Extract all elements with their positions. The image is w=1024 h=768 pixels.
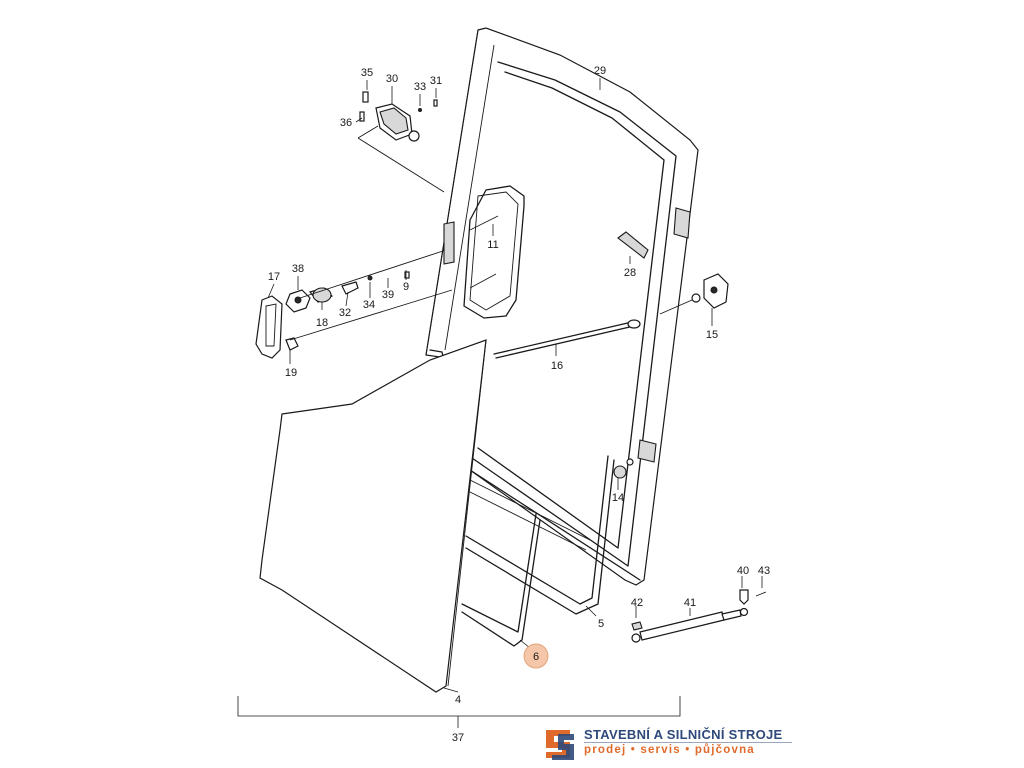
label-17: 17 (268, 271, 280, 283)
label-37: 37 (452, 732, 464, 744)
label-30: 30 (386, 73, 398, 85)
logo-subtitle: prodej • servis • půjčovna (584, 744, 755, 756)
label-5: 5 (598, 618, 604, 630)
label-16: 16 (551, 360, 563, 372)
label-38: 38 (292, 263, 304, 275)
highlight-marker (523, 643, 549, 669)
logo-title: STAVEBNÍ A SILNIČNÍ STROJE (584, 727, 783, 742)
label-9: 9 (403, 281, 409, 293)
label-41: 41 (684, 597, 696, 609)
part-14 (613, 458, 634, 479)
label-33: 33 (414, 81, 426, 93)
support-rod (493, 319, 641, 359)
bracket-37 (237, 696, 681, 728)
latch-assembly (357, 91, 445, 193)
label-4: 4 (455, 694, 461, 706)
handle-recess (463, 185, 525, 319)
seal-bars (461, 455, 615, 647)
label-40: 40 (737, 565, 749, 577)
company-logo: STAVEBNÍ A SILNIČNÍ STROJE prodej • serv… (540, 724, 800, 764)
label-34: 34 (363, 299, 375, 311)
label-42: 42 (631, 597, 643, 609)
label-35: 35 (361, 67, 373, 79)
label-11: 11 (487, 239, 498, 251)
part-28 (617, 231, 649, 259)
label-32: 32 (339, 307, 351, 319)
label-14: 14 (612, 492, 624, 504)
part-labels: 29 35 30 33 31 36 11 17 38 39 9 18 32 34… (268, 65, 770, 744)
label-36: 36 (340, 117, 352, 129)
part-15 (659, 273, 729, 315)
label-29: 29 (594, 65, 606, 77)
label-18: 18 (316, 317, 328, 329)
gas-strut (631, 589, 767, 643)
leader-lines (267, 78, 763, 693)
label-43: 43 (758, 565, 770, 577)
handle-lock-parts (255, 215, 499, 359)
label-39: 39 (382, 289, 394, 301)
label-28: 28 (624, 267, 636, 279)
door-panel (259, 339, 487, 693)
label-19: 19 (285, 367, 297, 379)
label-15: 15 (706, 329, 718, 341)
logo-icon (542, 726, 578, 762)
label-31: 31 (430, 75, 442, 87)
label-6: 6 (533, 651, 539, 663)
logo-divider (584, 742, 792, 743)
